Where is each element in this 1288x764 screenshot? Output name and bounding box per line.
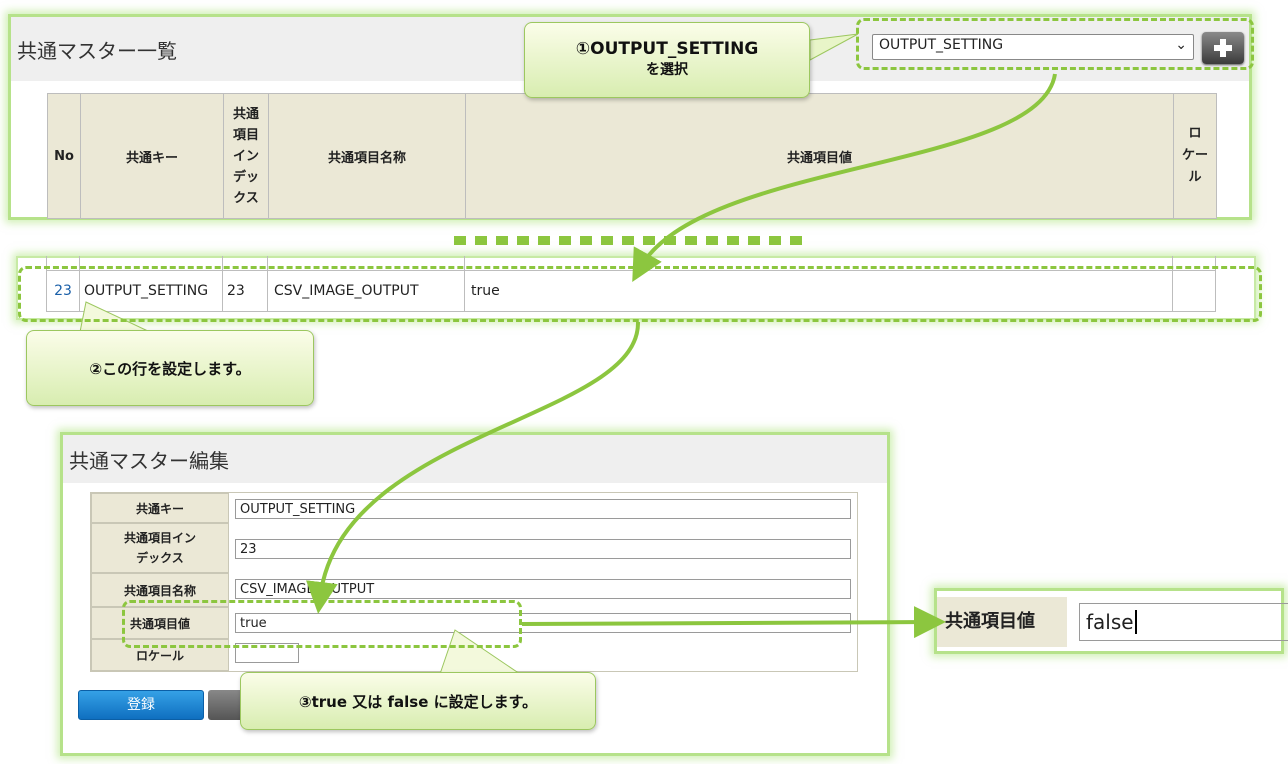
zoom-panel: 共通項目値 false bbox=[934, 588, 1288, 654]
separator-dot bbox=[769, 236, 781, 245]
callout-step2: ②この行を設定します。 bbox=[26, 330, 314, 406]
add-button[interactable] bbox=[1202, 32, 1244, 64]
plus-icon bbox=[1214, 39, 1232, 57]
separator-dot bbox=[496, 236, 508, 245]
page-title: 共通マスター一覧 bbox=[17, 39, 177, 63]
field-label-index: 共通項目イン デックス bbox=[91, 523, 229, 573]
col-header-name: 共通項目名称 bbox=[268, 93, 466, 219]
separator-dot bbox=[559, 236, 571, 245]
col-header-key: 共通キー bbox=[80, 93, 224, 219]
value-field-highlight bbox=[122, 600, 522, 648]
field-index-input[interactable]: 23 bbox=[235, 539, 851, 559]
callout-step1-line1: ①OUTPUT_SETTING bbox=[575, 39, 759, 59]
row-highlight bbox=[18, 266, 1262, 322]
zoom-label: 共通項目値 bbox=[937, 597, 1067, 647]
col-header-locale: ロ ケー ル bbox=[1173, 93, 1217, 219]
truncation-separator bbox=[454, 236, 814, 246]
row-name: CSV_IMAGE_OUTPUT bbox=[267, 269, 465, 313]
text-cursor bbox=[1134, 610, 1137, 634]
col-header-index: 共通 項目 イン デッ クス bbox=[223, 93, 269, 219]
separator-dot bbox=[685, 236, 697, 245]
row-index: 23 bbox=[222, 269, 268, 313]
col-header-no: No bbox=[47, 93, 81, 219]
separator-dot bbox=[748, 236, 760, 245]
col-header-value: 共通項目値 bbox=[465, 93, 1174, 219]
callout-step3: ③true 又は false に設定します。 bbox=[240, 672, 596, 730]
table-row[interactable]: 23 OUTPUT_SETTING 23 CSV_IMAGE_OUTPUT tr… bbox=[46, 269, 1216, 313]
edit-panel-title: 共通マスター編集 bbox=[69, 449, 229, 473]
field-label-locale: ロケール bbox=[91, 639, 229, 671]
master-table: No 共通キー 共通 項目 イン デッ クス 共通項目名称 共通項目値 ロ ケー… bbox=[47, 93, 1217, 219]
field-label-value: 共通項目値 bbox=[91, 607, 229, 639]
field-name-input[interactable]: CSV_IMAGE_OUTPUT bbox=[235, 579, 851, 599]
field-label-key: 共通キー bbox=[91, 493, 229, 523]
row-locale bbox=[1172, 269, 1216, 313]
separator-dot bbox=[475, 236, 487, 245]
row-value: true bbox=[464, 269, 1173, 313]
separator-dot bbox=[706, 236, 718, 245]
master-select[interactable]: OUTPUT_SETTING ⌄ bbox=[872, 34, 1194, 60]
register-button[interactable]: 登録 bbox=[78, 690, 204, 720]
separator-dot bbox=[601, 236, 613, 245]
callout-step2-text: ②この行を設定します。 bbox=[89, 360, 251, 378]
separator-dot bbox=[664, 236, 676, 245]
separator-dot bbox=[622, 236, 634, 245]
callout-step1: ①OUTPUT_SETTING を選択 bbox=[524, 22, 810, 98]
separator-dot bbox=[643, 236, 655, 245]
master-select-value: OUTPUT_SETTING bbox=[879, 37, 1004, 53]
separator-dot bbox=[727, 236, 739, 245]
separator-dot bbox=[580, 236, 592, 245]
row-no-link[interactable]: 23 bbox=[46, 269, 80, 313]
separator-dot bbox=[454, 236, 466, 245]
field-locale-select[interactable] bbox=[235, 643, 299, 663]
separator-dot bbox=[517, 236, 529, 245]
zoom-value-input[interactable]: false bbox=[1079, 603, 1288, 641]
zoom-value-text: false bbox=[1086, 610, 1134, 634]
field-key-input[interactable]: OUTPUT_SETTING bbox=[235, 499, 851, 519]
separator-dot bbox=[790, 236, 802, 245]
separator-dot bbox=[538, 236, 550, 245]
callout-step1-line2: を選択 bbox=[646, 62, 688, 78]
callout-step3-text: ③true 又は false に設定します。 bbox=[298, 693, 538, 711]
chevron-down-icon: ⌄ bbox=[1175, 37, 1187, 53]
